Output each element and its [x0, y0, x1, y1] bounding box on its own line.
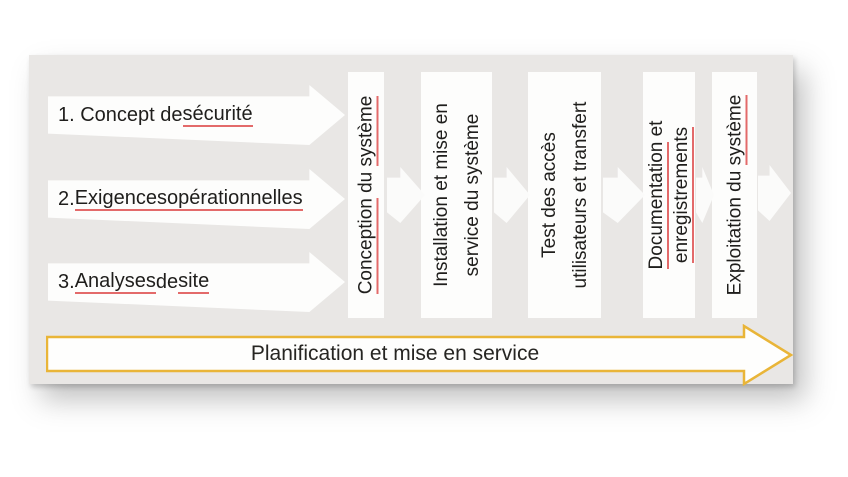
input-label-3: 3. Analyses de site: [58, 263, 305, 300]
input-2-text-underlined-2: opérationnelles: [166, 186, 303, 211]
input-1-text-underlined: sécurité: [182, 102, 253, 127]
planning-banner-label: Planification et mise en service: [250, 342, 540, 365]
input-3-text: 3.: [58, 270, 75, 293]
phase-2-line-1: Installation et mise en: [430, 103, 452, 287]
input-2-text-underlined: Exigences: [74, 186, 167, 211]
phase-column-documentation: Documentation et enregistrements: [643, 72, 695, 318]
process-diagram-panel: 1. Concept de sécurité 2. Exigences opér…: [29, 55, 793, 384]
input-label-2: 2. Exigences opérationnelles: [58, 180, 305, 217]
input-arrow-2: 2. Exigences opérationnelles: [48, 169, 345, 229]
phase-5-seg-1: Exploitation du: [724, 165, 745, 296]
phase-column-installation: Installation et mise en service du systè…: [421, 72, 492, 318]
phase-1-text: Conception du système: [351, 72, 382, 318]
phase-3-text: Test des accès utilisateurs et transfert: [534, 72, 596, 318]
planning-banner-arrow-icon: [46, 324, 794, 386]
phase-1-seg-2: du: [355, 166, 377, 199]
phase-4-seg-2: et: [646, 120, 667, 142]
phase-column-conception: Conception du système: [348, 72, 384, 318]
phase-column-test: Test des accès utilisateurs et transfert: [528, 72, 601, 318]
flow-arrow-2-icon: [494, 167, 530, 223]
input-3-text-middle: de: [155, 270, 179, 293]
phase-5-seg-2: système: [724, 94, 747, 166]
phase-5-text: Exploitation du système: [719, 72, 750, 318]
phase-2-line-2: service du système: [461, 113, 483, 277]
phase-4-seg-1: Documentation: [646, 141, 669, 270]
flow-arrow-1-icon: [387, 167, 425, 223]
phase-1-seg-3: système: [355, 95, 379, 167]
phase-column-exploitation: Exploitation du système: [712, 72, 757, 318]
input-2-text: 2.: [58, 187, 75, 210]
flow-arrow-exit-icon: [758, 165, 791, 221]
input-1-text: 1. Concept de: [58, 103, 183, 126]
phase-1-seg-1: Conception: [355, 198, 379, 295]
phase-4-line-2: enregistrements: [671, 126, 694, 264]
input-label-1: 1. Concept de sécurité: [58, 96, 305, 133]
input-arrow-3: 3. Analyses de site: [48, 252, 345, 312]
phase-3-line-2: utilisateurs et transfert: [569, 101, 591, 289]
input-3-text-underlined-2: site: [178, 269, 210, 294]
phase-4-text: Documentation et enregistrements: [644, 72, 694, 318]
flow-arrow-3-icon: [603, 167, 645, 223]
input-arrow-1: 1. Concept de sécurité: [48, 85, 345, 145]
phase-3-line-1: Test des accès: [538, 132, 560, 258]
phase-2-text: Installation et mise en service du systè…: [426, 72, 488, 318]
input-3-text-underlined: Analyses: [74, 269, 156, 294]
